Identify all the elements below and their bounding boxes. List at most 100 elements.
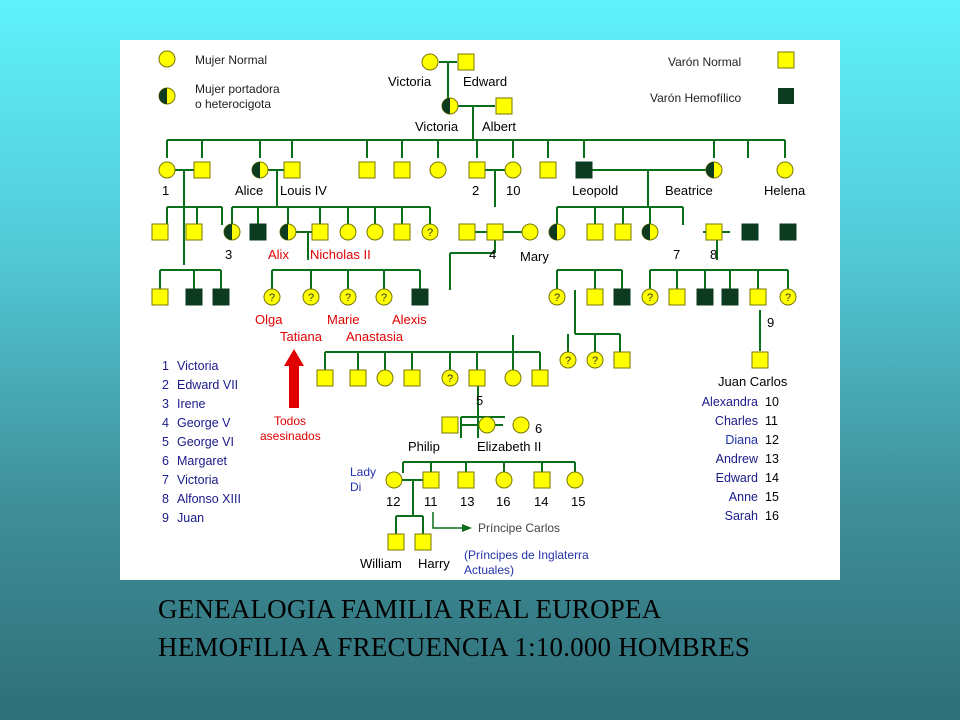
normal-male-symbol: [613, 351, 631, 369]
normal-male-symbol: [358, 161, 376, 179]
label-b14: 14: [534, 494, 548, 509]
normal-male-symbol: [387, 533, 405, 551]
key-left-number: 5: [162, 435, 169, 449]
label-victoria-2: Victoria: [415, 119, 459, 134]
unknown-female-symbol: ?: [421, 223, 439, 241]
svg-text:?: ?: [565, 355, 571, 367]
key-left-number: 3: [162, 397, 169, 411]
normal-male-symbol: [283, 161, 301, 179]
label-beatrice: Beatrice: [665, 183, 713, 198]
hemophilic-male-symbol: [575, 161, 593, 179]
key-left-name: Juan: [177, 511, 204, 525]
key-right-number: 13: [765, 452, 779, 466]
key-right-name: Andrew: [716, 452, 759, 466]
label-olga: Olga: [255, 312, 283, 327]
svg-text:?: ?: [447, 373, 453, 385]
red-labels: Alix Nicholas II Olga Marie Alexis Tatia…: [255, 247, 427, 344]
normal-female-symbol: [512, 416, 530, 434]
label-principes-1: (Príncipes de Inglaterra: [464, 548, 589, 562]
legend-normal-male: Varón Normal: [668, 55, 741, 69]
label-n9: 9: [767, 315, 774, 330]
label-mary: Mary: [520, 249, 549, 264]
key-left-name: Margaret: [177, 454, 228, 468]
label-todos: Todos: [274, 414, 306, 428]
normal-male-symbol: [441, 416, 459, 434]
principe-carlos-pointer: Príncipe Carlos: [432, 512, 560, 535]
svg-text:?: ?: [554, 292, 560, 304]
key-left-number: 2: [162, 378, 169, 392]
normal-male-symbol: [486, 223, 504, 241]
key-right-name: Charles: [715, 414, 758, 428]
label-n10: 10: [506, 183, 520, 198]
key-left-number: 6: [162, 454, 169, 468]
key-right-number: 14: [765, 471, 779, 485]
key-left-number: 8: [162, 492, 169, 506]
key-left-number: 4: [162, 416, 169, 430]
normal-male-symbol: [422, 471, 440, 489]
name-labels: Victoria Edward Victoria Albert Alice Lo…: [162, 74, 806, 571]
normal-male-symbol: [539, 161, 557, 179]
normal-female-symbol: [158, 161, 176, 179]
svg-text:?: ?: [345, 292, 351, 304]
normal-female-symbol: [478, 416, 496, 434]
normal-male-symbol: [193, 161, 211, 179]
key-left-number: 9: [162, 511, 169, 525]
key-left-name: Victoria: [177, 473, 219, 487]
normal-female-symbol: [566, 471, 584, 489]
normal-male-symbol: [468, 369, 486, 387]
carrier-female-symbol: [641, 223, 659, 241]
hemophilic-male-symbol: [779, 223, 797, 241]
normal-female-symbol: [366, 223, 384, 241]
label-b12: 12: [386, 494, 400, 509]
unknown-female-symbol: ?: [779, 288, 797, 306]
key-right-name: Sarah: [725, 509, 758, 523]
hemophilic-male-symbol: [741, 223, 759, 241]
unknown-female-symbol: ?: [339, 288, 357, 306]
key-left-number: 1: [162, 359, 169, 373]
key-left-name: George VI: [177, 435, 234, 449]
key-right-number: 11: [765, 414, 778, 428]
label-n4: 4: [489, 247, 496, 262]
hemophilic-male-symbol: [613, 288, 631, 306]
assassinated-annotation: Todos asesinados: [260, 349, 321, 443]
carrier-female-symbol: [223, 223, 241, 241]
unknown-female-symbol: ?: [586, 351, 604, 369]
normal-male-symbol: [151, 223, 169, 241]
hemophilic-male-symbol: [212, 288, 230, 306]
label-alice: Alice: [235, 183, 263, 198]
carrier-female-symbol: [158, 87, 176, 105]
label-helena: Helena: [764, 183, 806, 198]
hemophilic-male-symbol: [778, 88, 794, 104]
normal-male-symbol: [751, 351, 769, 369]
label-juan-carlos: Juan Carlos: [718, 374, 788, 389]
label-b15: 15: [571, 494, 585, 509]
unknown-female-symbol: ?: [302, 288, 320, 306]
label-n1: 1: [162, 183, 169, 198]
carrier-female-symbol: [548, 223, 566, 241]
normal-female-symbol: [385, 471, 403, 489]
label-n6: 6: [535, 421, 542, 436]
normal-male-symbol: [311, 223, 329, 241]
svg-text:?: ?: [269, 292, 275, 304]
normal-male-symbol: [705, 223, 723, 241]
carrier-female-symbol: [705, 161, 723, 179]
normal-male-symbol: [495, 97, 513, 115]
hemophilic-male-symbol: [249, 223, 267, 241]
legend-normal-female: Mujer Normal: [195, 53, 267, 67]
label-albert: Albert: [482, 119, 516, 134]
hemophilic-male-symbol: [185, 288, 203, 306]
normal-male-symbol: [668, 288, 686, 306]
label-b13: 13: [460, 494, 474, 509]
key-right-number: 15: [765, 490, 779, 504]
normal-male-symbol: [531, 369, 549, 387]
label-principes-2: Actuales): [464, 563, 514, 577]
label-di: Di: [350, 480, 361, 494]
normal-male-symbol: [403, 369, 421, 387]
label-nicholas: Nicholas II: [310, 247, 371, 262]
unknown-female-symbol: ?: [641, 288, 659, 306]
unknown-female-symbol: ?: [548, 288, 566, 306]
key-right-name: Edward: [716, 471, 758, 485]
label-n5: 5: [476, 393, 483, 408]
label-anastasia: Anastasia: [346, 329, 404, 344]
